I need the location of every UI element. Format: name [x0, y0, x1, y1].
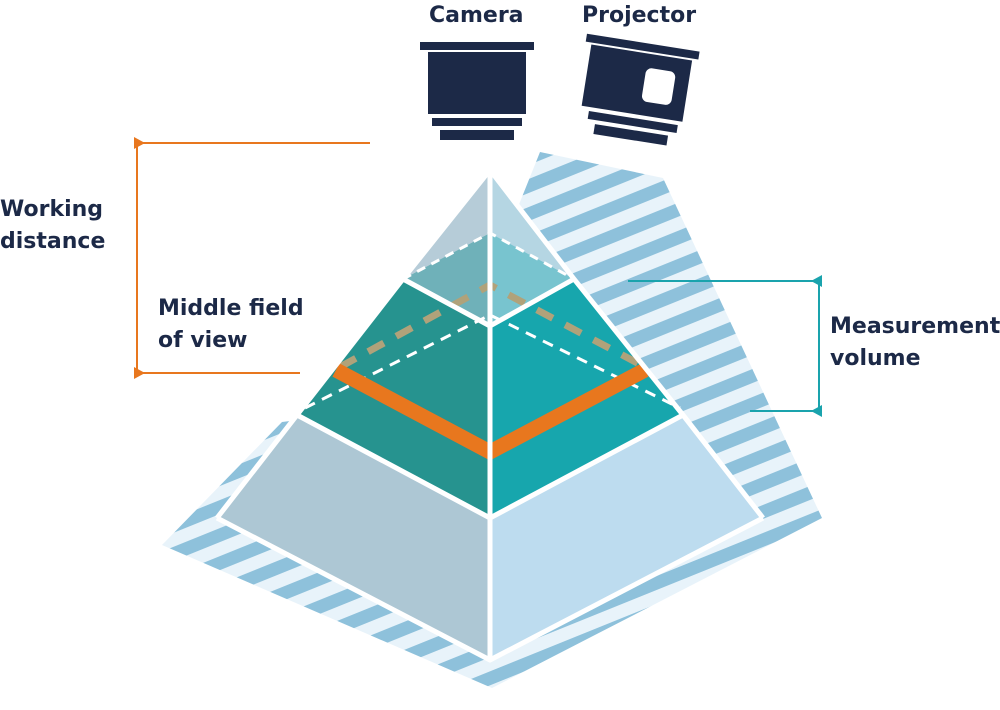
near-band-right: [490, 233, 574, 326]
base-face-right: [490, 415, 763, 660]
middle-field-line-1: Middle field: [158, 296, 304, 321]
projector-label: Projector: [582, 3, 697, 28]
projector-icon: [581, 33, 700, 146]
middle-field-of-view-label: Middle field of view: [158, 293, 304, 357]
working-distance-bracket: [134, 137, 370, 379]
camera-label: Camera: [429, 3, 524, 28]
measurement-volume-line-1: Measurement: [830, 314, 1000, 339]
near-band-left: [403, 233, 490, 326]
working-distance-line-1: Working: [0, 197, 104, 222]
middle-field-line-2: of view: [158, 328, 248, 353]
working-distance-label: Working distance: [0, 194, 105, 258]
field-of-view-pyramid: [215, 168, 765, 663]
base-face-left: [217, 415, 490, 660]
camera-icon: [420, 42, 534, 140]
measurement-volume-line-2: volume: [830, 346, 921, 371]
measurement-volume-bracket: [628, 275, 822, 417]
measurement-volume-label: Measurement volume: [830, 311, 1000, 375]
working-distance-line-2: distance: [0, 229, 106, 254]
